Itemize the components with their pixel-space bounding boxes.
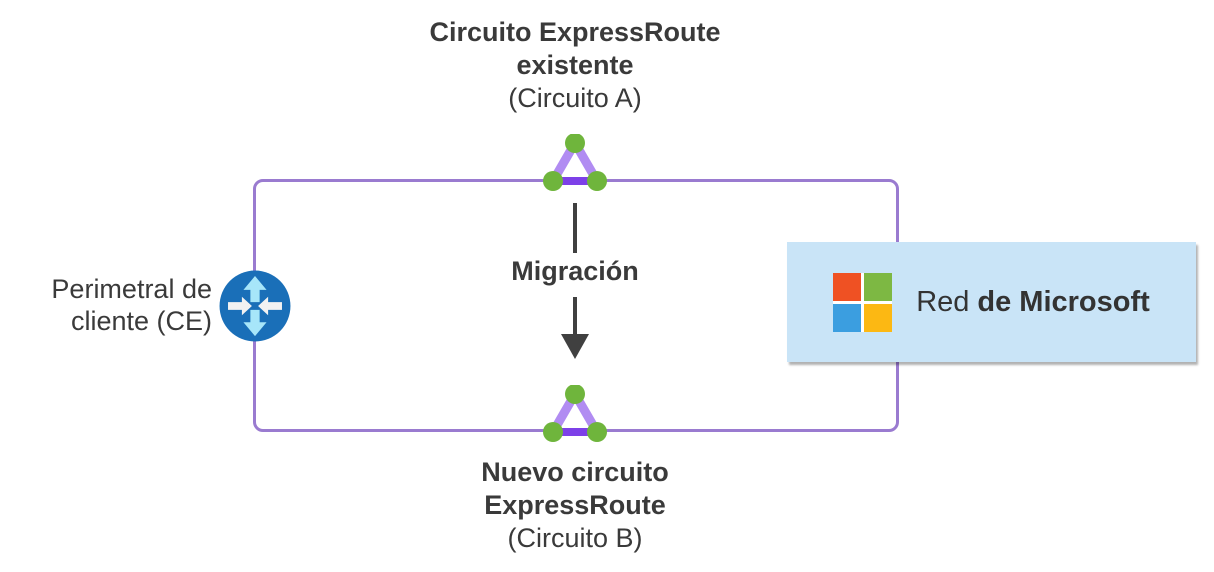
existing-circuit-label: Circuito ExpressRoute existente (Circuit… [375,16,775,115]
existing-circuit-subtitle: (Circuito A) [508,83,642,113]
migration-arrow-upper-line [573,203,577,253]
microsoft-logo-square-red [833,272,862,301]
customer-edge-label-line2: cliente (CE) [70,306,212,336]
migration-arrow-lower-line [573,297,577,335]
microsoft-network-label-regular: Red [916,285,970,318]
microsoft-logo-square-yellow [864,303,893,332]
new-circuit-subtitle: (Circuito B) [507,523,643,553]
existing-circuit-title-line1: Circuito ExpressRoute [429,17,721,47]
microsoft-logo-square-green [864,272,893,301]
microsoft-network-label-bold: de Microsoft [977,285,1150,318]
migration-label: Migración [511,256,639,286]
expressroute-circuit-b-icon [543,385,607,442]
customer-edge-label-line1: Perimetral de [51,274,212,304]
expressroute-circuit-a-icon [543,134,607,191]
new-circuit-title-line2: ExpressRoute [484,490,666,520]
microsoft-logo-icon [833,272,893,332]
customer-edge-router-icon [219,270,291,342]
migration-arrow-head [561,334,589,359]
existing-circuit-title-line2: existente [516,50,634,80]
microsoft-logo-square-blue [833,303,862,332]
customer-edge-label: Perimetral de cliente (CE) [28,273,212,337]
new-circuit-label: Nuevo circuito ExpressRoute (Circuito B) [375,456,775,555]
new-circuit-title-line1: Nuevo circuito [481,457,669,487]
